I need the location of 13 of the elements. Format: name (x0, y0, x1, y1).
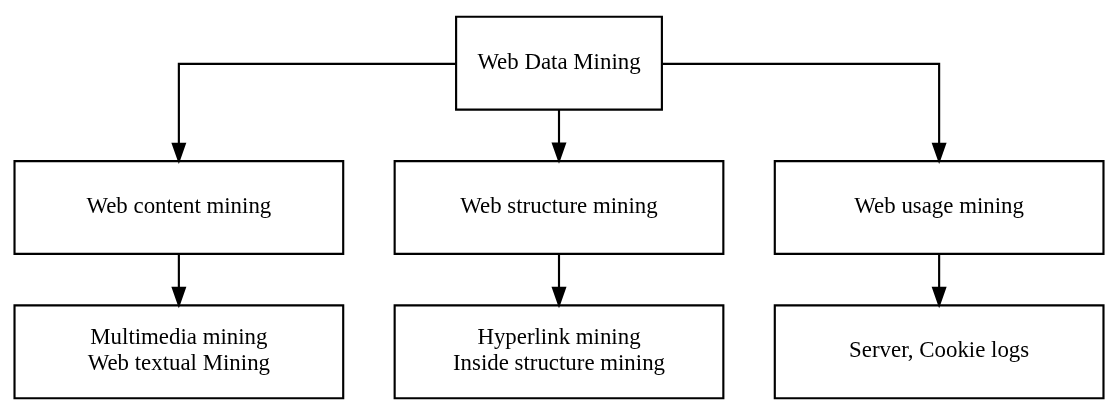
node-box: Multimedia mining Web textual Mining (13, 303, 345, 399)
node-box: Web content mining (13, 159, 345, 255)
node-box: Hyperlink mining Inside structure mining (393, 303, 725, 399)
arrow (551, 253, 567, 308)
node-box: Server, Cookie logs (773, 303, 1105, 399)
arrow (931, 253, 947, 308)
node-box: Web usage mining (773, 159, 1105, 255)
node-box: Web structure mining (393, 159, 725, 255)
node-box: Web Data Mining (455, 15, 663, 111)
arrow (551, 109, 567, 164)
arrow (171, 62, 456, 164)
arrow (662, 62, 947, 164)
arrow (171, 253, 187, 308)
